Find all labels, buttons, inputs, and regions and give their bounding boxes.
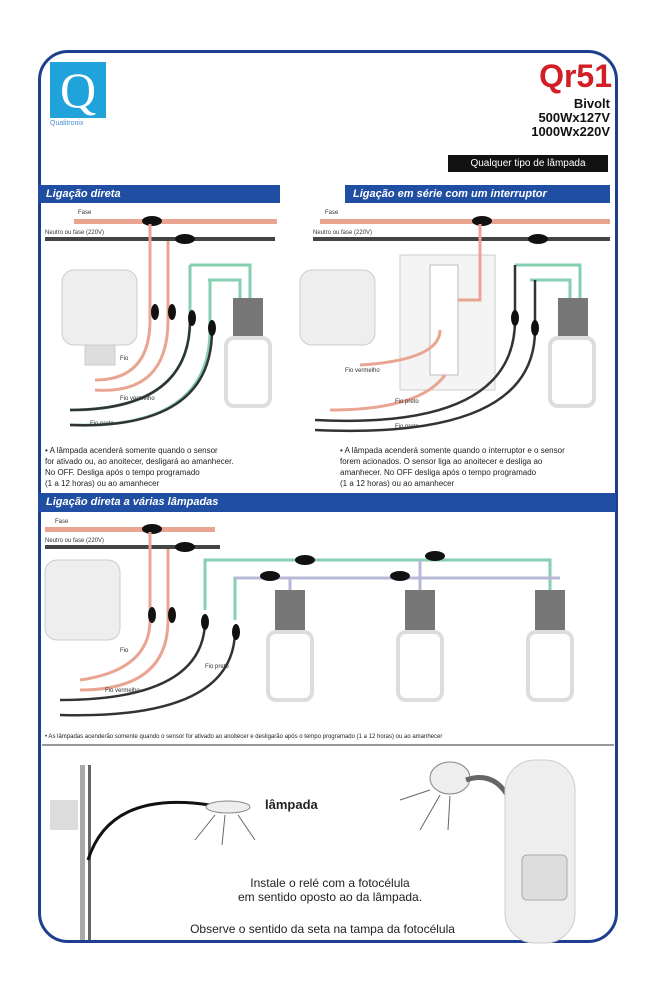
wire-label: Fio vermelho (120, 396, 155, 402)
logo-text: Qualitronix (50, 120, 84, 127)
photocell-relay (61, 269, 138, 346)
wire-label: Fio preto (395, 399, 419, 405)
phase-label: Fase (78, 210, 92, 216)
lamp-label: lâmpada (265, 797, 318, 812)
note-line: • A lâmpada acenderá somente quando o in… (340, 446, 565, 455)
neutral-label: Neutro ou fase (220V) (313, 230, 372, 236)
instruction-line: Instale o relé com a fotocélula (250, 876, 410, 890)
note-line: No OFF. Desliga após o tempo programado (45, 468, 200, 477)
section-title-direct: Ligação direta (38, 185, 280, 203)
install-instruction: Instale o relé com a fotocélula em senti… (180, 876, 480, 904)
pole-cylinder (504, 759, 576, 944)
connector (142, 216, 162, 226)
note-line: forem acionados. O sensor liga ao anoite… (340, 457, 543, 466)
section-title-multi: Ligação direta a várias lâmpadas (38, 493, 616, 512)
phase-label: Fase (325, 210, 339, 216)
model-title: Qr51 (539, 58, 612, 94)
specs: Bivolt 500Wx127V 1000Wx220V (531, 97, 610, 139)
wire-label: Fio vermelho (345, 368, 380, 374)
wire-label: Fio preto (90, 421, 114, 427)
note-line: • A lâmpada acenderá somente quando o se… (45, 446, 218, 455)
street-pole (80, 765, 85, 940)
diagram-switch: Fase Neutro ou fase (220V) Fio vermelho … (299, 210, 610, 432)
diagram-direct: Fase Neutro ou fase (220V) Fio Fio verme… (45, 210, 277, 427)
wire-label: Fio preto (205, 664, 229, 670)
note-line: amanhecer. No OFF desliga após o tempo p… (340, 468, 537, 477)
installation-illustration (50, 759, 576, 944)
neutral-label: Neutro ou fase (220V) (45, 230, 104, 236)
spec-line: 1000Wx220V (531, 124, 610, 139)
wire-label: Fio (120, 648, 129, 654)
note-line: for ativado ou, ao anoitecer, desligará … (45, 457, 234, 466)
wire-label: Fio preto (395, 424, 419, 430)
phase-label: Fase (55, 519, 69, 525)
lamp (224, 336, 272, 408)
wire-label: Fio vermelho (105, 688, 140, 694)
spec-line: Bivolt (573, 96, 610, 111)
photocell-on-pole (521, 854, 568, 901)
arrow-note: Observe o sentido da seta na tampa da fo… (190, 922, 455, 936)
spec-line: 500Wx127V (538, 110, 610, 125)
note-switch: • A lâmpada acenderá somente quando o in… (340, 445, 620, 489)
wire-label: Fio (120, 356, 129, 362)
note-line: (1 a 12 horas) ou ao amanhecer (340, 479, 455, 488)
note-line: (1 a 12 horas) ou ao amanhecer (45, 479, 160, 488)
neutral-label: Neutro ou fase (220V) (45, 538, 104, 544)
section-title-switch: Ligação em série com um interruptor (345, 185, 610, 203)
lamp-type-tag: Qualquer tipo de lâmpada (448, 155, 608, 172)
note-direct: • A lâmpada acenderá somente quando o se… (45, 445, 295, 489)
connector (175, 234, 195, 244)
instruction-line: em sentido oposto ao da lâmpada. (237, 890, 423, 904)
neutral-wire (45, 237, 275, 241)
diagram-multi: Fase Neutro ou fase (220V) Fio Fio preto… (44, 519, 574, 717)
street-lamp (205, 800, 251, 814)
logo-mark: Q (50, 62, 106, 118)
brand-logo: Q Qualitronix (50, 62, 106, 132)
note-multi: • As lâmpadas acenderão somente quando o… (45, 734, 443, 740)
lamp-socket (233, 298, 263, 338)
phase-wire (74, 219, 277, 224)
